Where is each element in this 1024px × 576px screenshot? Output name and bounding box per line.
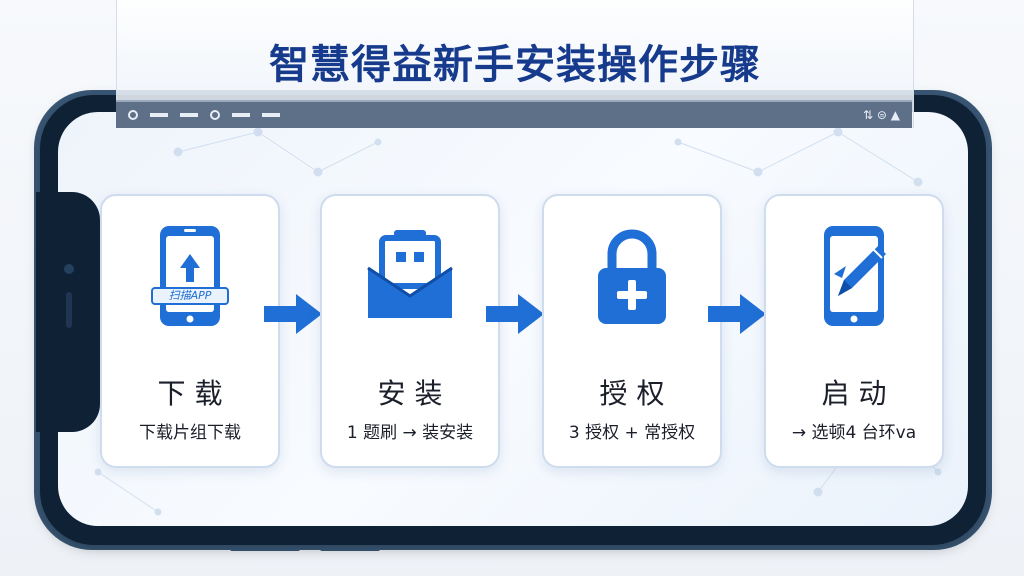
side-button — [320, 546, 380, 551]
step-card-launch: 启 动 → 选顿4 台环va — [764, 194, 944, 468]
arrow-right-icon — [708, 294, 766, 334]
step-title: 安 装 — [377, 377, 443, 410]
step-card-authorize: 授 权 3 授权 + 常授权 — [542, 194, 722, 468]
padlock-icon — [598, 229, 666, 324]
phone-pen-icon — [824, 226, 886, 326]
status-icons-left — [128, 110, 280, 120]
status-bar-icon — [232, 113, 250, 117]
arrow-right-icon — [264, 294, 322, 334]
side-button — [230, 546, 300, 551]
status-circle-icon — [128, 110, 138, 120]
step-title: 下 载 — [157, 377, 223, 410]
page-title: 智慧得益新手安装操作步骤 — [269, 42, 761, 88]
status-circle-icon — [210, 110, 220, 120]
step-title: 授 权 — [599, 377, 665, 410]
toolbox-icon — [367, 230, 453, 318]
phone-upload-icon — [151, 226, 229, 326]
step-subtitle: 下载片组下载 — [139, 423, 241, 443]
phone-screen: 扫描APP 下 载 下载片组下载 安 装 1 题刷 → 装安装 授 权 3 授权… — [58, 112, 968, 526]
step-subtitle: 3 授权 + 常授权 — [568, 423, 696, 443]
arrow-right-icon — [486, 294, 544, 334]
phone-screen-label: 扫描APP — [168, 289, 212, 302]
camera-icon — [64, 264, 74, 274]
step-subtitle: → 选顿4 台环va — [791, 423, 917, 443]
status-bar-icon — [150, 113, 168, 117]
step-card-install: 安 装 1 题刷 → 装安装 — [320, 194, 500, 468]
status-icons-right: ⇅ ⊜ ▲ — [863, 108, 900, 122]
status-bar-icon — [262, 113, 280, 117]
status-bar: ⇅ ⊜ ▲ — [116, 100, 912, 128]
speaker-grille — [66, 292, 72, 328]
step-card-download: 扫描APP 下 载 下载片组下载 — [100, 194, 280, 468]
step-title: 启 动 — [821, 377, 887, 410]
status-bar-icon — [180, 113, 198, 117]
step-subtitle: 1 题刷 → 装安装 — [346, 423, 474, 443]
